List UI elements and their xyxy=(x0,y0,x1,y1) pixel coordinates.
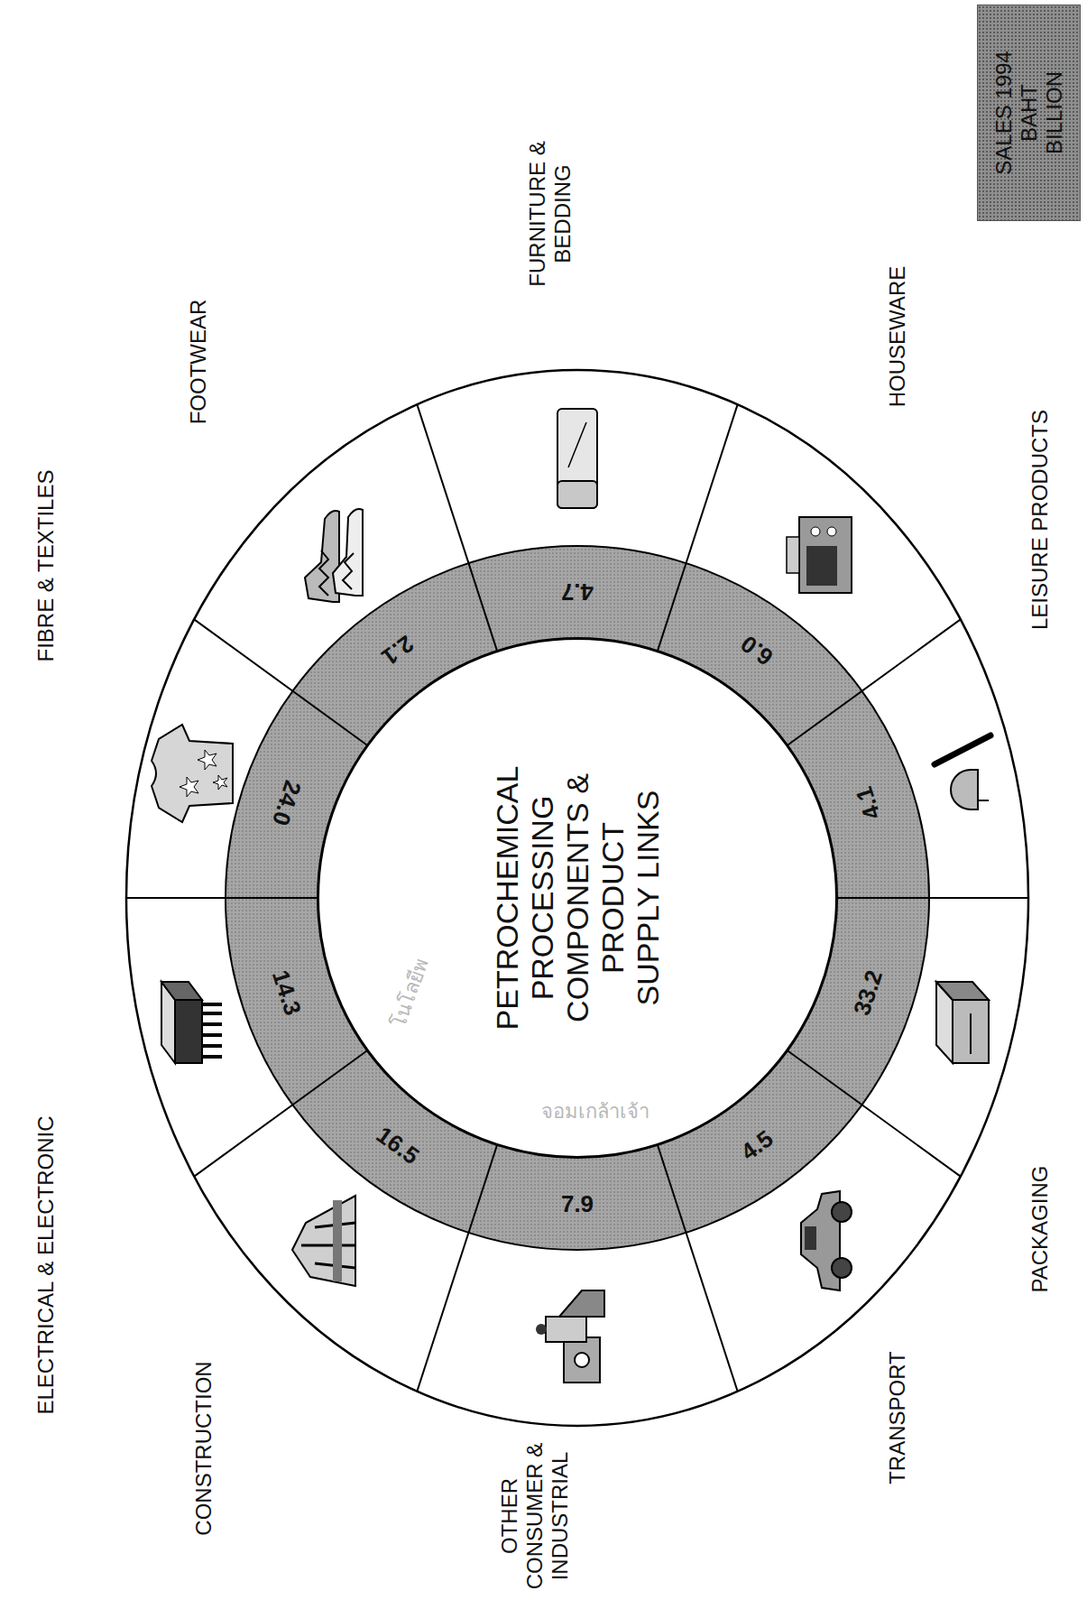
outer-wheel xyxy=(126,369,1029,1426)
box-icon xyxy=(936,981,989,1063)
category-label: FURNITURE & BEDDING xyxy=(525,135,576,294)
category-label: PACKAGING xyxy=(1027,1165,1053,1293)
appliance-icon xyxy=(786,516,852,593)
machine-icon xyxy=(535,1289,605,1382)
category-label: LEISURE PRODUCTS xyxy=(1027,409,1053,630)
mattress-icon xyxy=(557,408,598,508)
segment-divider xyxy=(787,1050,961,1176)
ring-edge xyxy=(317,637,838,1158)
t-shirt-icon xyxy=(151,724,233,822)
segment-divider xyxy=(193,1050,368,1176)
segment-divider xyxy=(657,1144,738,1391)
car-icon xyxy=(801,1190,852,1290)
value-number: 7.9 xyxy=(561,1189,594,1217)
category-label: TRANSPORT xyxy=(884,1350,911,1484)
value-number: 4.7 xyxy=(561,578,594,606)
category-label: ELECTRICAL & ELECTRONIC xyxy=(33,1114,59,1414)
ring-segment: 4.7 xyxy=(557,576,598,608)
segment-divider xyxy=(787,618,961,745)
value-ring xyxy=(271,591,884,1204)
category-label: FIBRE & TEXTILES xyxy=(33,469,59,663)
segment-divider xyxy=(837,896,1029,899)
category-label: CONSTRUCTION xyxy=(191,1360,217,1535)
ring-segment: 7.9 xyxy=(557,1188,598,1219)
center-circle-outline xyxy=(318,638,837,1157)
segment-divider xyxy=(193,618,368,745)
category-label: FOOTWEAR xyxy=(185,299,212,425)
helmet-bat-icon xyxy=(934,735,991,810)
category-label: HOUSEWARE xyxy=(884,266,911,407)
segment-divider xyxy=(126,896,318,899)
segment-divider xyxy=(416,404,498,651)
ring-edge xyxy=(225,545,930,1250)
center-circle: PETROCHEMICAL PROCESSING COMPONENTS & PR… xyxy=(317,637,838,1158)
segment-dividers xyxy=(126,404,1029,1391)
segment-divider xyxy=(416,1144,498,1391)
legend-box: SALES 1994 BAHT BILLION xyxy=(976,4,1081,222)
category-label: OTHER CONSUMER & INDUSTRIAL xyxy=(497,1437,573,1595)
node-text: SALES 1994 BAHT BILLION xyxy=(991,45,1068,181)
building-icon xyxy=(292,1195,356,1286)
shoes-icon xyxy=(304,508,363,602)
watermark-text: จอมเกล้าเจ้า xyxy=(541,1099,650,1124)
chip-icon xyxy=(161,981,222,1063)
node-text: PETROCHEMICAL PROCESSING COMPONENTS & PR… xyxy=(489,760,666,1036)
segment-divider xyxy=(657,404,738,651)
